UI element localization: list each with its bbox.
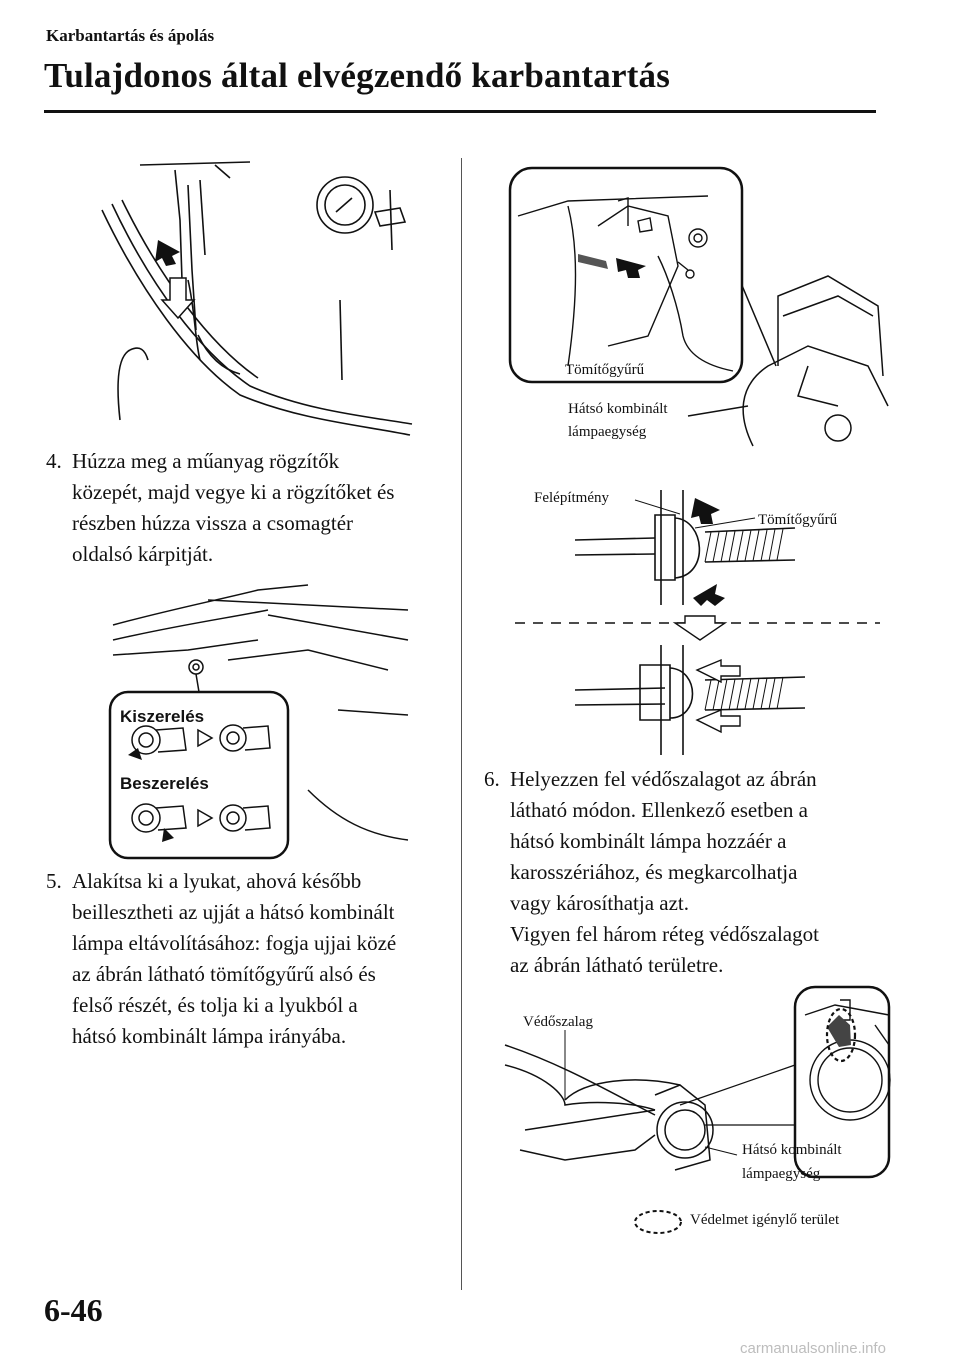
step-number: 6. (484, 767, 500, 791)
title-rule (44, 110, 876, 113)
step-text-line: Húzza meg a műanyag rögzítők (72, 449, 340, 473)
step-text-line: részben húzza vissza a csomagtér (72, 511, 354, 535)
step-text-line: közepét, majd vegye ki a rögzítőket és (72, 480, 395, 504)
lamp-grommet-illustration (508, 166, 889, 447)
step-text-line: felső részét, és tolja ki a lyukból a (72, 993, 358, 1017)
step-text-line: Helyezzen fel védőszalagot az ábrán (510, 767, 817, 791)
step-4: 4. Húzza meg a műanyag rögzítők közepét,… (46, 446, 446, 570)
step-text-line: oldalsó kárpitját. (72, 542, 214, 566)
step-number: 4. (46, 449, 62, 473)
column-divider (461, 158, 462, 1290)
grommet-section-diagram (515, 490, 880, 755)
section-label: Karbantartás és ápolás (46, 26, 215, 45)
step-text-line: vagy károsíthatja azt. (510, 891, 690, 915)
step-text-line: látható módon. Ellenkező esetben a (510, 798, 808, 822)
step-text-line: hátsó kombinált lámpa irányába. (72, 1024, 347, 1048)
step-number: 5. (46, 869, 62, 893)
step-text-line: Vigyen fel három réteg védőszalagot (510, 922, 819, 946)
step-text-line: az ábrán látható tömítőgyűrű alsó és (72, 962, 376, 986)
protect-area-label: Védelmet igénylő terület (690, 1212, 840, 1228)
tape-label: Védőszalag (523, 1014, 593, 1030)
clip-illustration (108, 584, 409, 860)
step-6: 6. Helyezzen fel védőszalagot az ábrán l… (484, 764, 894, 981)
lamp-grommet-label: Tömítőgyűrű (565, 362, 645, 378)
page-number: 6-46 (44, 1292, 103, 1328)
lamp-unit-label-line1: Hátsó kombinált (568, 401, 668, 417)
tape-lamp-label-line1: Hátsó kombinált (742, 1142, 842, 1158)
lamp-unit-label-line2: lámpaegység (568, 424, 647, 440)
protective-tape-illustration (504, 985, 891, 1179)
tape-lamp-label-line2: lámpaegység (742, 1166, 821, 1182)
step-text-line: beillesztheti az ujját a hátsó kombinált (72, 900, 395, 924)
clip-remove-label: Kiszerelés (120, 707, 205, 726)
watermark: carmanualsonline.info (740, 1340, 886, 1357)
body-label: Felépítmény (534, 490, 609, 506)
step-text-line: Alakítsa ki a lyukat, ahová később (72, 869, 362, 893)
trim-clip-illustration (101, 161, 413, 436)
grommet-label: Tömítőgyűrű (758, 512, 838, 528)
page-title: Tulajdonos által elvégzendő karbantartás (44, 56, 671, 95)
step-text-line: karosszériához, és megkarcolhatja (510, 860, 798, 884)
step-text-line: lámpa eltávolításához: fogja ujjai közé (72, 931, 397, 955)
step-text-line: az ábrán látható területre. (510, 953, 724, 977)
clip-install-label: Beszerelés (120, 774, 209, 793)
protect-area-legend-icon (634, 1210, 682, 1234)
step-5: 5. Alakítsa ki a lyukat, ahová később be… (46, 866, 456, 1052)
step-text-line: hátsó kombinált lámpa hozzáér a (510, 829, 787, 853)
